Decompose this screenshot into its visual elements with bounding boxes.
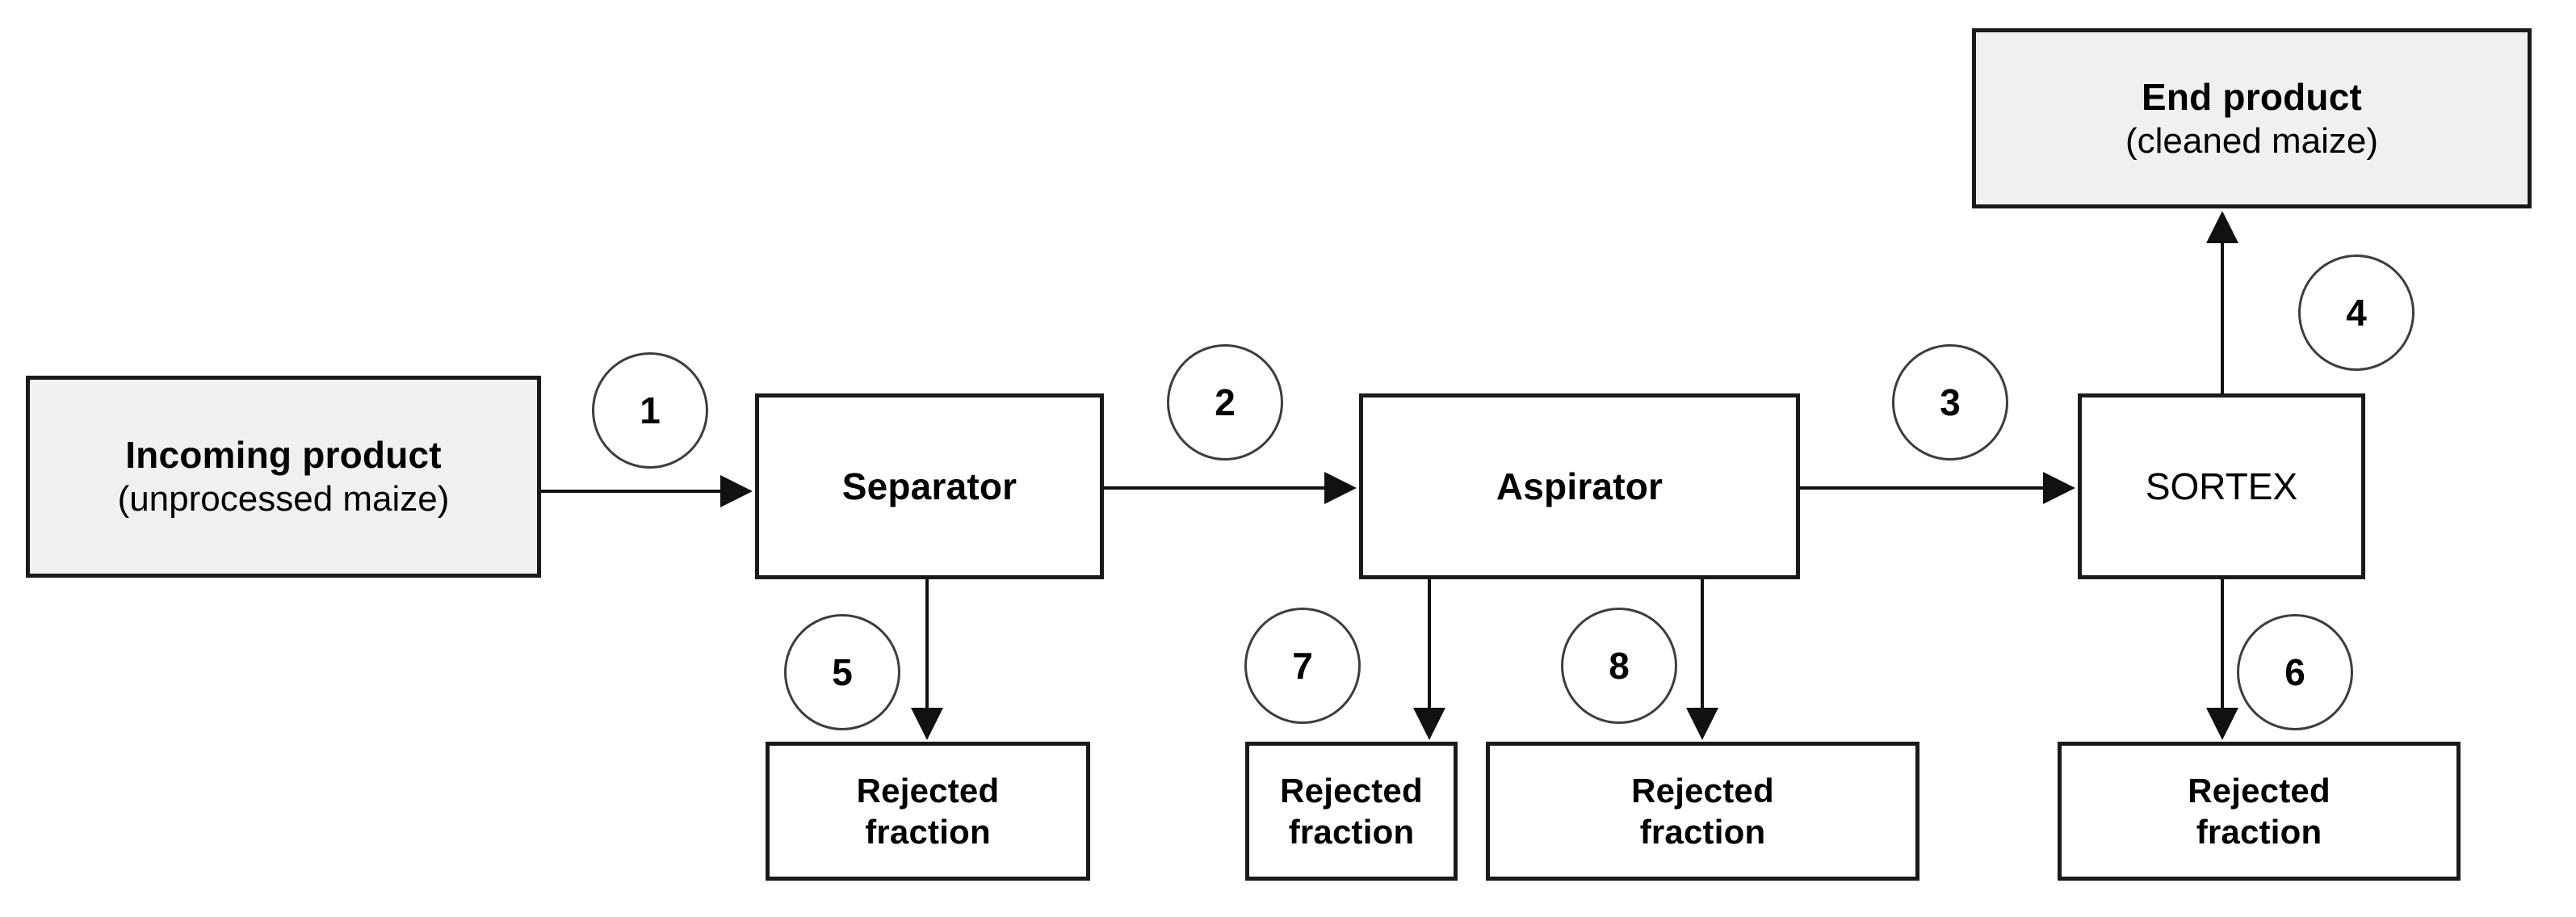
node-rejected-fraction-3-line1: Rejected bbox=[1631, 771, 1774, 810]
node-separator[interactable]: Separator bbox=[755, 393, 1104, 579]
node-rejected-fraction-2-line2: fraction bbox=[1288, 813, 1415, 851]
node-sortex-label: SORTEX bbox=[2145, 465, 2298, 507]
step-badge-7: 7 bbox=[1244, 608, 1361, 724]
node-incoming-product-title: Incoming product bbox=[125, 434, 442, 477]
node-rejected-fraction-2[interactable]: Rejected fraction bbox=[1245, 742, 1458, 881]
node-rejected-fraction-2-line1: Rejected bbox=[1280, 771, 1423, 810]
node-incoming-product[interactable]: Incoming product (unprocessed maize) bbox=[26, 376, 541, 578]
step-badge-4: 4 bbox=[2298, 254, 2414, 371]
node-rejected-fraction-4-line2: fraction bbox=[2196, 813, 2322, 851]
step-badge-6: 6 bbox=[2237, 614, 2353, 730]
step-badge-3: 3 bbox=[1892, 344, 2008, 461]
step-badge-8: 8 bbox=[1561, 608, 1677, 724]
node-end-product-title: End product bbox=[2141, 75, 2363, 118]
node-rejected-fraction-4-line1: Rejected bbox=[2188, 771, 2331, 810]
node-sortex[interactable]: SORTEX bbox=[2078, 393, 2365, 579]
node-aspirator[interactable]: Aspirator bbox=[1359, 393, 1800, 579]
node-incoming-product-subtitle: (unprocessed maize) bbox=[117, 479, 450, 519]
step-badge-2: 2 bbox=[1167, 344, 1283, 461]
node-separator-label: Separator bbox=[841, 465, 1017, 507]
node-rejected-fraction-3-line2: fraction bbox=[1639, 813, 1766, 851]
node-aspirator-label: Aspirator bbox=[1496, 465, 1663, 507]
node-rejected-fraction-1-line1: Rejected bbox=[856, 771, 1000, 810]
node-rejected-fraction-1[interactable]: Rejected fraction bbox=[766, 742, 1090, 881]
node-rejected-fraction-3[interactable]: Rejected fraction bbox=[1486, 742, 1919, 881]
node-end-product[interactable]: End product (cleaned maize) bbox=[1972, 28, 2532, 208]
step-badge-1: 1 bbox=[592, 352, 708, 469]
node-end-product-subtitle: (cleaned maize) bbox=[2125, 120, 2379, 161]
node-rejected-fraction-1-line2: fraction bbox=[865, 813, 991, 851]
node-rejected-fraction-4[interactable]: Rejected fraction bbox=[2058, 742, 2461, 881]
step-badge-5: 5 bbox=[784, 614, 900, 730]
